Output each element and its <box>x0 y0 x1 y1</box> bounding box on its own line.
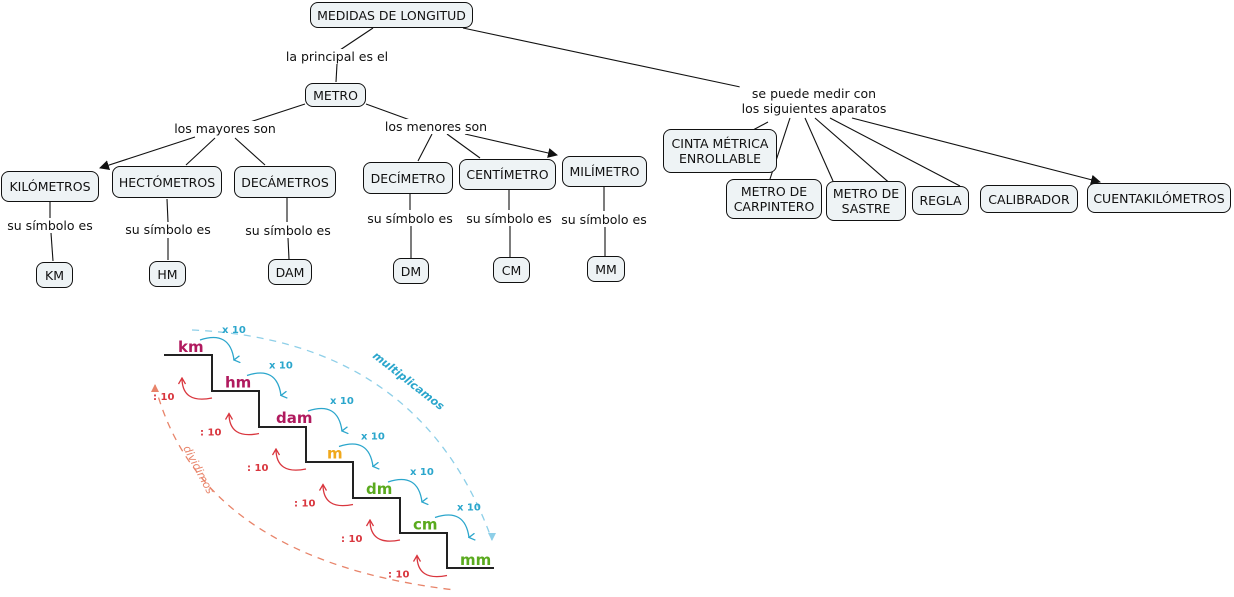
concept-hectometros[interactable]: HECTÓMETROS <box>112 166 222 198</box>
divide-dashed-arc <box>151 384 456 591</box>
multiply-arrow <box>246 372 281 396</box>
unit-hm: hm <box>225 374 251 392</box>
concept-decimetro[interactable]: DECÍMETRO <box>363 162 453 194</box>
multiply-arrow <box>199 336 234 361</box>
divide-label: : 10 <box>153 392 174 403</box>
concept-decametros[interactable]: DECÁMETROS <box>234 166 336 198</box>
multiply-label: x 10 <box>410 467 434 478</box>
divide-arrow <box>229 414 260 436</box>
device-metro-carpintero[interactable]: METRO DE CARPINTERO <box>726 179 822 219</box>
divide-arrow <box>370 520 401 542</box>
device-cuentakilometros[interactable]: CUENTAKILÓMETROS <box>1087 183 1231 213</box>
link-label-aparatos: se puede medir con los siguientes aparat… <box>739 86 889 116</box>
link-label-simbolo-dm: su símbolo es <box>365 211 455 226</box>
divide-arrow <box>276 449 307 471</box>
unit-dam: dam <box>276 409 313 427</box>
link-label-simbolo-mm: su símbolo es <box>559 212 649 227</box>
divide-label: : 10 <box>200 428 221 439</box>
multiply-label: x 10 <box>330 396 354 407</box>
root-concept[interactable]: MEDIDAS DE LONGITUD <box>310 2 473 28</box>
divide-arrow <box>417 556 448 578</box>
multiply-arrow <box>434 514 469 538</box>
concept-metro[interactable]: METRO <box>305 83 366 107</box>
multiply-arrow <box>387 478 422 503</box>
link-label-mayores: los mayores son <box>172 121 278 136</box>
link-label-menores: los menores son <box>382 119 490 134</box>
multiply-label: x 10 <box>269 361 293 372</box>
multiply-label: x 10 <box>222 325 246 336</box>
multiply-dashed-arc <box>191 329 496 541</box>
device-cinta-metrica[interactable]: CINTA MÉTRICA ENROLLABLE <box>663 129 777 173</box>
symbol-dm[interactable]: DM <box>393 258 429 284</box>
device-calibrador[interactable]: CALIBRADOR <box>980 185 1078 213</box>
unit-dm: dm <box>366 480 392 498</box>
symbol-cm[interactable]: CM <box>493 257 530 283</box>
concept-kilometros[interactable]: KILÓMETROS <box>1 171 99 202</box>
link-label-principal: la principal es el <box>283 49 391 64</box>
concept-milimetro[interactable]: MILÍMETRO <box>562 156 647 187</box>
unit-km: km <box>178 338 204 356</box>
divide-caption: dividimos <box>180 443 216 496</box>
divide-label: : 10 <box>294 499 315 510</box>
link-label-simbolo-cm: su símbolo es <box>464 211 554 226</box>
symbol-hm[interactable]: HM <box>149 261 186 287</box>
divide-label: : 10 <box>388 570 409 581</box>
symbol-dam[interactable]: DAM <box>268 259 312 285</box>
divide-arrow <box>182 378 213 400</box>
device-metro-sastre[interactable]: METRO DE SASTRE <box>826 181 906 221</box>
multiply-caption: multiplicamos <box>370 349 447 413</box>
unit-cm: cm <box>413 516 438 534</box>
multiply-arrow <box>307 407 342 432</box>
unit-mm: mm <box>460 551 491 569</box>
multiply-label: x 10 <box>361 432 385 443</box>
multiply-arrow <box>338 443 373 467</box>
link-label-simbolo-hm: su símbolo es <box>123 222 213 237</box>
link-label-simbolo-km: su símbolo es <box>5 218 95 233</box>
divide-label: : 10 <box>247 463 268 474</box>
divide-arrow <box>323 485 354 507</box>
device-regla[interactable]: REGLA <box>912 186 969 215</box>
link-label-simbolo-dam: su símbolo es <box>243 223 333 238</box>
symbol-km[interactable]: KM <box>36 262 73 288</box>
symbol-mm[interactable]: MM <box>587 256 625 282</box>
divide-label: : 10 <box>341 534 362 545</box>
stair-outline <box>164 354 494 569</box>
concept-centimetro[interactable]: CENTÍMETRO <box>459 159 556 190</box>
multiply-label: x 10 <box>457 503 481 514</box>
unit-m: m <box>327 445 343 463</box>
